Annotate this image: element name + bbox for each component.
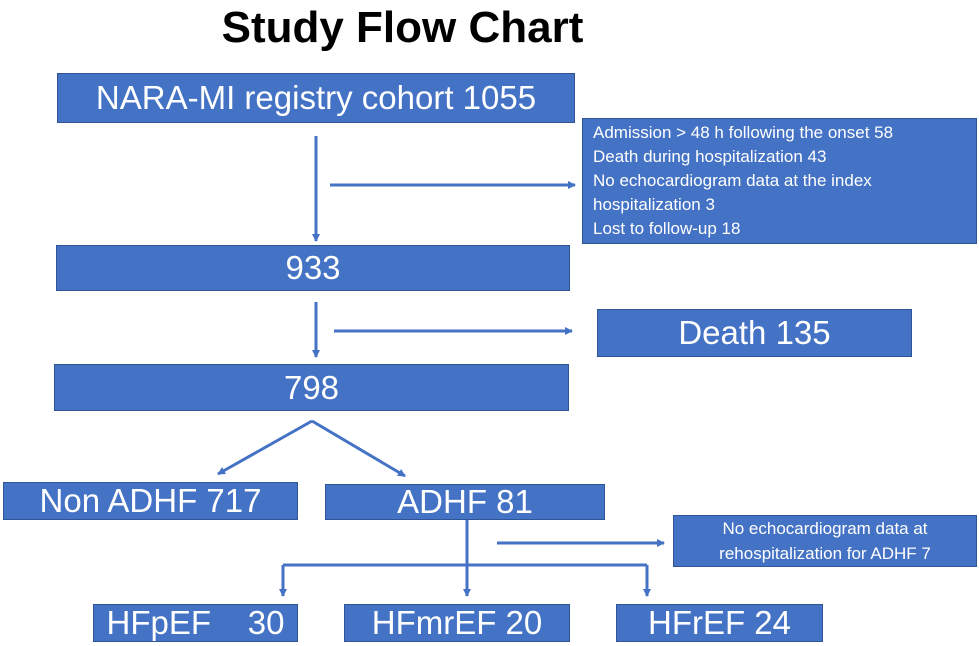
adhf-label: ADHF 81 bbox=[397, 483, 533, 520]
hfref-box: HFrEF 24 bbox=[616, 604, 823, 642]
arrow-798-to-adhf bbox=[311, 419, 406, 478]
exclusion-line: hospitalization 3 bbox=[593, 195, 715, 214]
exclusion-line: No echocardiogram data at the index bbox=[593, 171, 872, 190]
exclusion-box-rehosp: No echocardiogram data at rehospitalizat… bbox=[673, 515, 977, 567]
cohort-933-label: 933 bbox=[285, 249, 341, 286]
cohort-798-box: 798 bbox=[54, 364, 569, 411]
arrow-798-to-non-adhf bbox=[217, 419, 313, 476]
exclusion-line: Admission > 48 h following the onset 58 bbox=[593, 123, 894, 142]
exclusion-box-first: Admission > 48 h following the onset 58 … bbox=[582, 118, 977, 244]
non-adhf-box: Non ADHF 717 bbox=[3, 482, 298, 520]
registry-cohort-box: NARA-MI registry cohort 1055 bbox=[57, 73, 575, 123]
hfmref-box: HFmrEF 20 bbox=[344, 604, 570, 642]
exclusion-line: No echocardiogram data at bbox=[722, 519, 928, 538]
hfpef-box: HFpEF 30 bbox=[93, 604, 298, 642]
hfpef-label: HFpEF 30 bbox=[106, 604, 285, 641]
exclusion-line: Death during hospitalization 43 bbox=[593, 147, 827, 166]
adhf-box: ADHF 81 bbox=[325, 483, 605, 520]
death-box: Death 135 bbox=[597, 309, 912, 357]
page-title: Study Flow Chart bbox=[221, 3, 584, 52]
exclusion-line: rehospitalization for ADHF 7 bbox=[719, 544, 931, 563]
exclusion-line: Lost to follow-up 18 bbox=[593, 219, 741, 238]
hfmref-label: HFmrEF 20 bbox=[371, 604, 543, 641]
registry-cohort-label: NARA-MI registry cohort 1055 bbox=[95, 79, 537, 116]
non-adhf-label: Non ADHF 717 bbox=[39, 482, 262, 519]
cohort-798-label: 798 bbox=[283, 368, 340, 406]
cohort-933-box: 933 bbox=[56, 245, 570, 291]
death-label: Death 135 bbox=[678, 314, 831, 351]
hfref-label: HFrEF 24 bbox=[647, 604, 792, 641]
